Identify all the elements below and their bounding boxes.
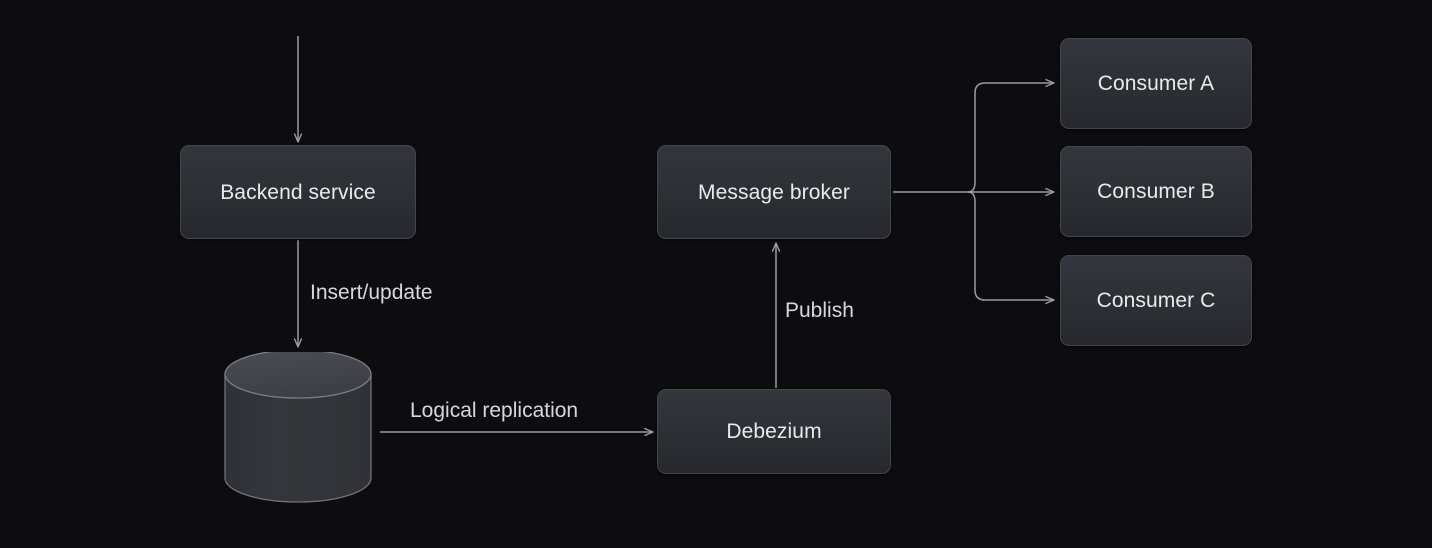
node-message-broker-label: Message broker [698, 180, 850, 204]
node-consumer-a-label: Consumer A [1097, 72, 1215, 95]
node-message-broker[interactable]: Message broker [657, 145, 891, 239]
node-debezium-label: Debezium [726, 420, 822, 443]
node-backend-service-label: Backend service [220, 180, 376, 204]
node-consumer-b-label: Consumer B [1097, 180, 1215, 203]
node-consumer-c[interactable]: Consumer C [1060, 255, 1252, 346]
node-backend-service[interactable]: Backend service [180, 145, 416, 239]
database-cylinder-icon [224, 352, 372, 503]
edge-label-publish: Publish [785, 299, 854, 322]
node-consumer-b[interactable]: Consumer B [1060, 146, 1252, 237]
edge-fanout-consumer-c [967, 191, 1054, 300]
node-database-cylinder[interactable] [222, 352, 374, 506]
node-consumer-a[interactable]: Consumer A [1060, 38, 1252, 129]
edge-label-insert-update: Insert/update [310, 281, 433, 304]
node-consumer-c-label: Consumer C [1096, 289, 1216, 312]
node-debezium[interactable]: Debezium [657, 389, 891, 474]
edge-label-logical-replication: Logical replication [410, 399, 579, 422]
edge-fanout-consumer-a [967, 83, 1054, 193]
